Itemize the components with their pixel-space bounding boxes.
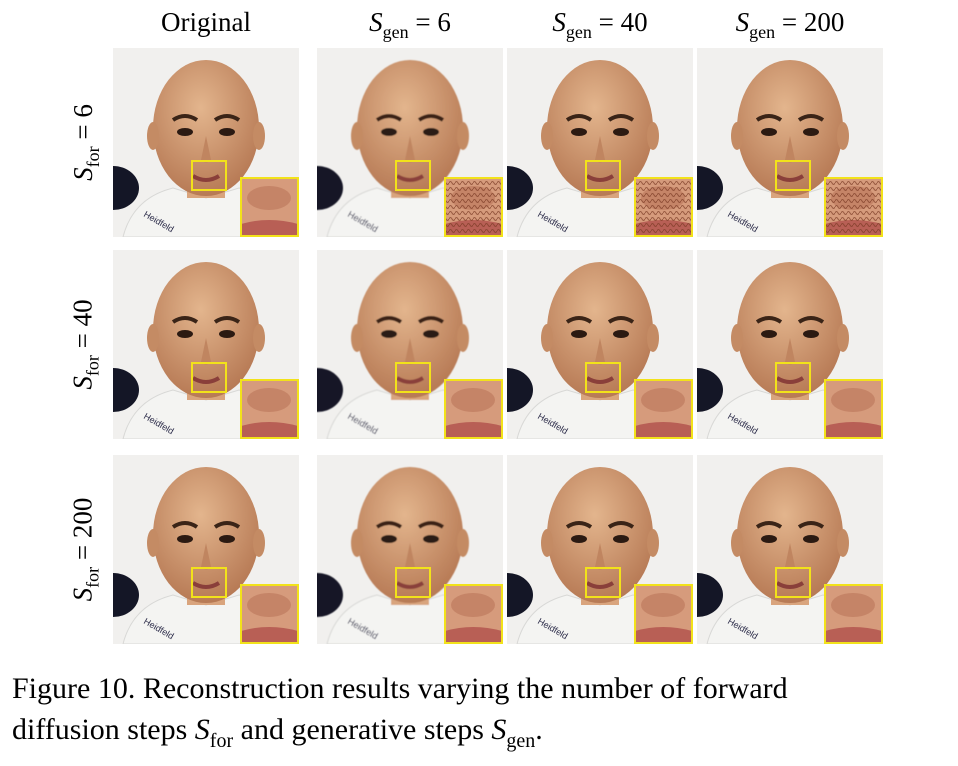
caption-symbol: S [491, 713, 507, 746]
column-header-sgen-200: Sgen = 200 [697, 4, 883, 42]
image-tile-r1-c2: Heidfeld [317, 48, 503, 237]
symbol: S [67, 167, 98, 181]
subscript: gen [565, 22, 592, 42]
symbol: S [67, 587, 98, 602]
value: = 40 [591, 7, 648, 37]
subscript: gen [749, 22, 776, 42]
column-header-sgen-6: Sgen = 6 [317, 4, 503, 42]
image-tile-r2-c2: Heidfeld [317, 250, 503, 439]
value: = 200 [67, 497, 98, 567]
symbol: S [735, 7, 750, 37]
caption-subscript: for [209, 730, 234, 752]
row-label-sfor-6: Sfor = 6 [62, 48, 106, 237]
caption-subscript: gen [506, 730, 536, 752]
caption-text: . [535, 713, 543, 746]
image-tile-r3-c2: Heidfeld [317, 455, 503, 644]
image-tile-r3-c1: Heidfeld [113, 455, 299, 644]
value: = 200 [775, 7, 845, 37]
symbol: S [552, 7, 566, 37]
image-tile-r2-c3: Heidfeld [507, 250, 693, 439]
value: = 6 [408, 7, 451, 37]
subscript: gen [382, 22, 409, 42]
image-tile-r2-c1: Heidfeld [113, 250, 299, 439]
image-tile-r1-c3: Heidfeld [507, 48, 693, 237]
image-tile-r3-c3: Heidfeld [507, 455, 693, 644]
column-header-sgen-40: Sgen = 40 [507, 4, 693, 42]
subscript: for [82, 355, 103, 377]
row-label-sfor-40: Sfor = 40 [62, 250, 106, 439]
subscript: for [82, 566, 103, 588]
caption-symbol: S [194, 713, 210, 746]
caption-line-1: Figure 10. Reconstruction results varyin… [12, 672, 788, 705]
row-label-sfor-200: Sfor = 200 [62, 455, 106, 644]
caption-text: diffusion steps [12, 713, 195, 746]
value: = 40 [67, 299, 98, 356]
symbol: S [67, 376, 98, 390]
image-tile-r1-c1: Heidfeld [113, 48, 299, 237]
column-header-text: Original [161, 7, 251, 37]
image-tile-r3-c4: Heidfeld [697, 455, 883, 644]
image-tile-r1-c4: Heidfeld [697, 48, 883, 237]
column-header-original: Original [113, 4, 299, 40]
symbol: S [369, 7, 383, 37]
caption-text: and generative steps [233, 713, 492, 746]
subscript: for [82, 146, 103, 168]
image-tile-r2-c4: Heidfeld [697, 250, 883, 439]
caption-line-2: diffusion steps Sfor and generative step… [12, 709, 952, 754]
figure-caption: Figure 10. Reconstruction results varyin… [12, 668, 952, 754]
value: = 6 [67, 104, 98, 147]
